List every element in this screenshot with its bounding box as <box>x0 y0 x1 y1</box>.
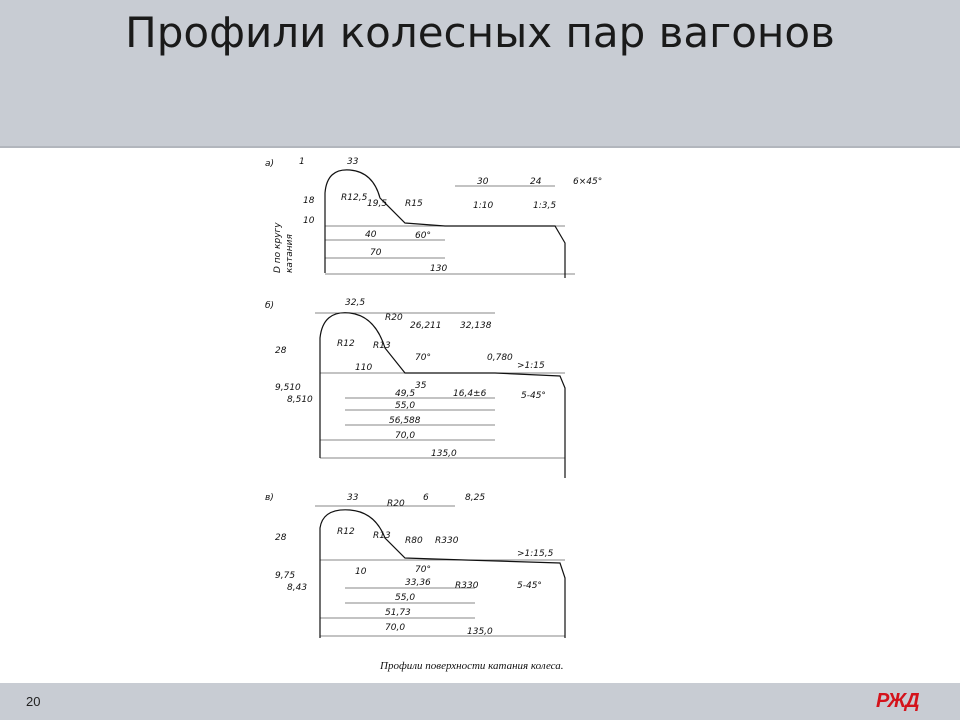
dim-c-14: 33,36 <box>405 578 431 588</box>
dim-c-2: 6 <box>423 493 429 503</box>
dim-a-13: 6×45° <box>573 177 602 187</box>
profile-c-label: в) <box>265 493 274 503</box>
dim-c-5: R12 <box>337 527 355 537</box>
dim-c-19: R330 <box>455 581 479 591</box>
dim-a-1: 33 <box>347 157 359 167</box>
dim-c-17: 70,0 <box>385 623 405 633</box>
dim-b-2: 26,211 <box>410 321 442 331</box>
dim-c-1: R20 <box>387 499 405 509</box>
profile-b-label: б) <box>265 301 274 311</box>
dim-b-0: 32,5 <box>345 298 365 308</box>
dim-b-8: 0,780 <box>487 353 513 363</box>
dim-b-14: 49,5 <box>395 389 415 399</box>
slide-title: Профили колесных пар вагонов <box>125 8 835 57</box>
dim-b-5: R12 <box>337 339 355 349</box>
dim-c-13: 70° <box>415 565 431 575</box>
dim-b-7: 70° <box>415 353 431 363</box>
dim-b-1: R20 <box>385 313 403 323</box>
dim-c-7: R80 <box>405 536 423 546</box>
dim-b-16: 55,0 <box>395 401 415 411</box>
slide-footer: 20 РЖД <box>0 683 960 720</box>
dim-c-12: 10 <box>355 567 367 577</box>
dim-a-15: 1:3,5 <box>533 201 556 211</box>
dim-a-3: 10 <box>303 216 315 226</box>
dim-c-16: 51,73 <box>385 608 411 618</box>
dim-a-10: 130 <box>430 264 447 274</box>
side-label-a-0: D по кругу <box>273 222 283 273</box>
dim-c-4: 28 <box>275 533 287 543</box>
rzd-logo: РЖД <box>876 690 920 712</box>
dim-c-0: 33 <box>347 493 359 503</box>
side-label-a-1: катания <box>285 234 295 273</box>
dim-b-4: 28 <box>275 346 287 356</box>
dim-a-0: 1 <box>299 157 305 167</box>
dim-c-18: 135,0 <box>467 627 493 637</box>
dim-a-5: 19,5 <box>367 199 387 209</box>
dim-a-14: 1:10 <box>473 201 493 211</box>
dim-c-15: 55,0 <box>395 593 415 603</box>
dim-a-8: 70 <box>370 248 382 258</box>
dim-b-12: 110 <box>355 363 372 373</box>
dim-c-8: R330 <box>435 536 459 546</box>
slide-header: Профили колесных пар вагонов <box>0 0 960 148</box>
dim-b-20: 5-45° <box>521 391 546 401</box>
dim-b-10: 9,510 <box>275 383 301 393</box>
dim-b-6: R13 <box>373 341 391 351</box>
dim-a-11: 30 <box>477 177 489 187</box>
dim-a-4: R12,5 <box>341 193 368 203</box>
dim-b-19: 135,0 <box>431 449 457 459</box>
dim-c-6: R13 <box>373 531 391 541</box>
figure-caption: Профили поверхности катания колеса. <box>380 660 564 672</box>
dim-b-13: 35 <box>415 381 427 391</box>
dim-c-11: 8,43 <box>287 583 307 593</box>
dim-c-3: 8,25 <box>465 493 485 503</box>
dim-b-15: 16,4±6 <box>453 389 487 399</box>
dim-b-9: >1:15 <box>517 361 545 371</box>
dim-b-17: 56,588 <box>389 416 421 426</box>
dim-a-6: R15 <box>405 199 423 209</box>
dim-a-2: 18 <box>303 196 315 206</box>
dim-a-12: 24 <box>530 177 542 187</box>
page-number: 20 <box>26 694 41 709</box>
dim-c-10: 9,75 <box>275 571 295 581</box>
dim-a-9: 60° <box>415 231 431 241</box>
dim-c-9: >1:15,5 <box>517 549 554 559</box>
dim-b-3: 32,138 <box>460 321 492 331</box>
dim-a-7: 40 <box>365 230 377 240</box>
wheel-profiles-drawing: а) 1 33 18 10 R12,5 19,5 R15 40 70 60° 1… <box>265 157 602 638</box>
dim-b-11: 8,510 <box>287 395 313 405</box>
profile-a-label: а) <box>265 159 274 169</box>
dim-b-18: 70,0 <box>395 431 415 441</box>
dim-c-20: 5-45° <box>517 581 542 591</box>
